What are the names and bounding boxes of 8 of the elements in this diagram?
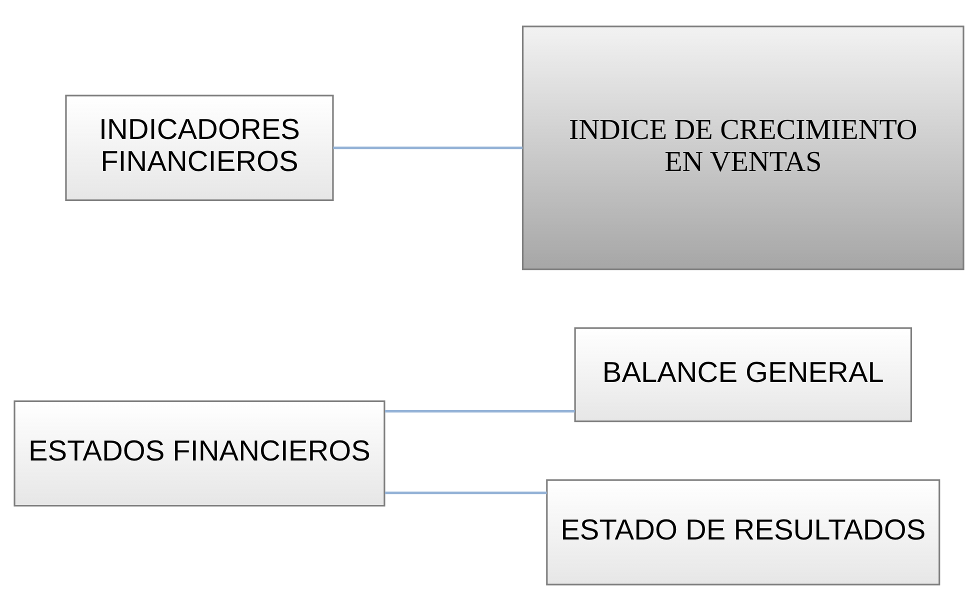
node-box: ESTADO DE RESULTADOS xyxy=(546,478,940,585)
node-box: ESTADOS FINANCIEROS xyxy=(14,400,386,506)
connector xyxy=(385,410,575,412)
node-box: INDICE DE CRECIMIENTO EN VENTAS xyxy=(522,25,964,270)
node-box: BALANCE GENERAL xyxy=(574,326,912,422)
connector xyxy=(333,146,523,149)
connector xyxy=(385,491,547,494)
node-box: INDICADORES FINANCIEROS xyxy=(65,94,334,200)
